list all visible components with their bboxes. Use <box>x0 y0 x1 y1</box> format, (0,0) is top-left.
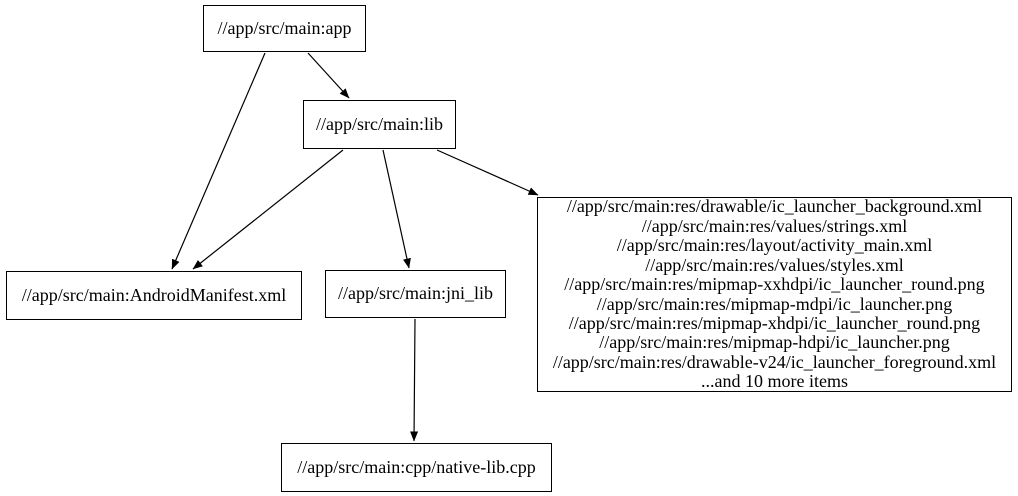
edge-app-manifest <box>171 52 266 270</box>
node-jni-lib: //app/src/main:jni_lib <box>325 270 506 318</box>
node-app-label: //app/src/main:app <box>217 17 352 38</box>
node-res-group-label: //app/src/main:res/drawable/ic_launcher_… <box>552 196 997 392</box>
edge-lib-res-group <box>436 149 539 196</box>
node-android-manifest-label: //app/src/main:AndroidManifest.xml <box>21 284 287 305</box>
node-android-manifest: //app/src/main:AndroidManifest.xml <box>6 271 302 320</box>
edge-jni-lib-native <box>410 318 419 442</box>
edge-lib-jni-lib <box>382 149 411 269</box>
node-lib: //app/src/main:lib <box>303 100 456 149</box>
node-jni-lib-label: //app/src/main:jni_lib <box>338 283 493 304</box>
node-lib-label: //app/src/main:lib <box>316 113 443 134</box>
edge-lib-manifest <box>192 149 344 270</box>
node-native-lib-cpp: //app/src/main:cpp/native-lib.cpp <box>281 443 552 492</box>
node-native-lib-cpp-label: //app/src/main:cpp/native-lib.cpp <box>297 456 536 477</box>
node-app: //app/src/main:app <box>203 5 366 52</box>
node-res-group: //app/src/main:res/drawable/ic_launcher_… <box>537 197 1012 392</box>
edge-app-lib <box>307 52 350 99</box>
